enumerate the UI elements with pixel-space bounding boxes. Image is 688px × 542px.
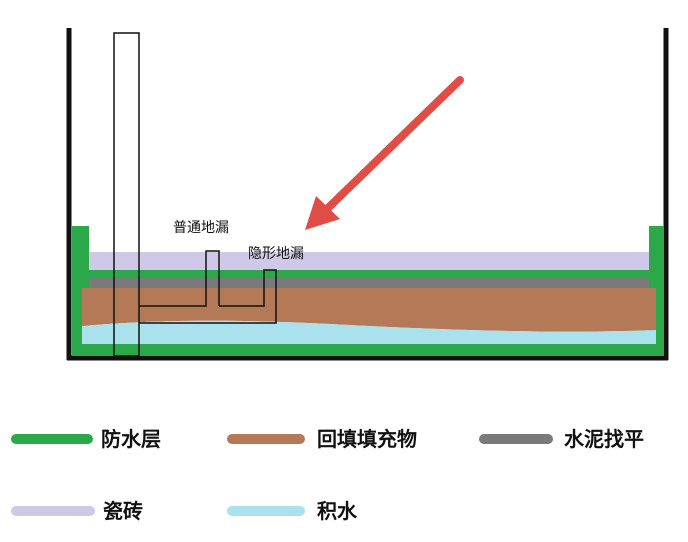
waterproof-mid-band xyxy=(72,270,664,278)
legend-label: 积水 xyxy=(317,499,358,523)
normal-drain-outline xyxy=(139,250,220,307)
legend-item-water: 积水 xyxy=(227,499,358,523)
cement-leveling-layer xyxy=(89,278,649,288)
legend-label: 水泥找平 xyxy=(564,427,644,451)
legend-item-backfill: 回填填充物 xyxy=(227,427,417,451)
legend: 防水层 回填填充物 水泥找平 瓷砖 积水 xyxy=(11,427,644,523)
waterproof-bottom xyxy=(72,344,664,356)
normal-drain-label: 普通地漏 xyxy=(173,220,229,236)
legend-label: 防水层 xyxy=(101,427,161,451)
pointer-arrow xyxy=(305,76,464,230)
legend-item-cement: 水泥找平 xyxy=(479,427,644,451)
hidden-drain-outline xyxy=(139,269,277,324)
legend-item-tile: 瓷砖 xyxy=(11,499,143,523)
backfill-layer xyxy=(82,288,656,332)
legend-item-waterproof: 防水层 xyxy=(11,427,161,451)
standing-water-layer xyxy=(82,320,656,344)
hidden-drain-label: 隐形地漏 xyxy=(248,246,304,262)
vertical-drain-pipe xyxy=(113,32,140,357)
legend-label: 回填填充物 xyxy=(317,427,417,451)
tile-layer xyxy=(89,252,649,270)
legend-label: 瓷砖 xyxy=(103,499,143,523)
